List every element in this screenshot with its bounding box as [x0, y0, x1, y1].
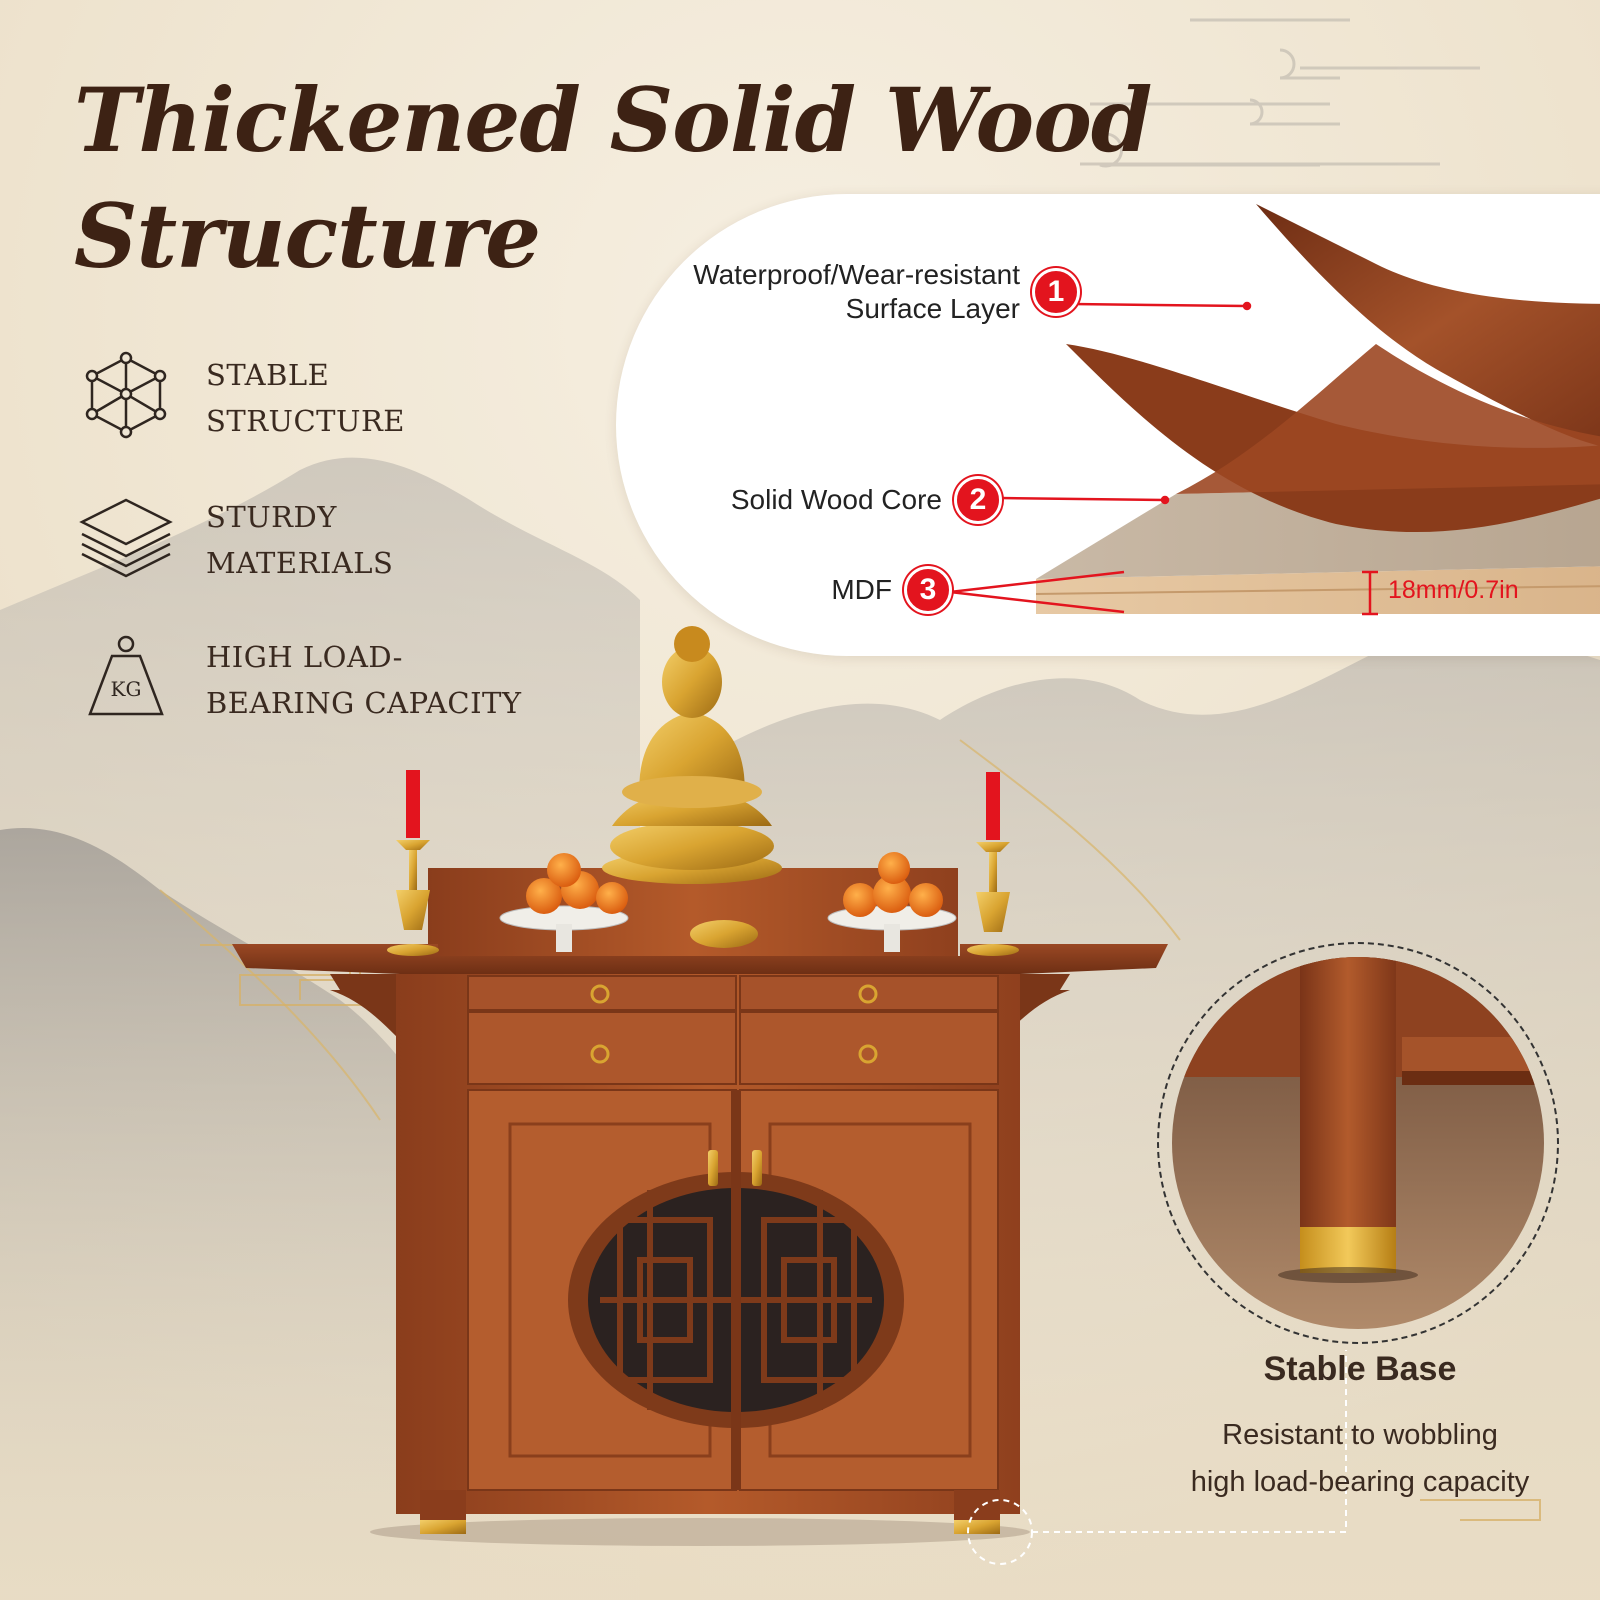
kg-icon-text: KG: [111, 677, 142, 701]
kg-weight-icon: KG: [88, 635, 164, 716]
feature-stable-structure: STABLE STRUCTURE: [76, 348, 405, 448]
layer-callout-2: Solid Wood Core 2: [731, 476, 1002, 524]
buddha-statue: [602, 626, 782, 884]
leg-closeup-illustration: [1172, 957, 1544, 1329]
candle-right: [967, 772, 1019, 956]
title-line-2: Structure: [74, 184, 541, 288]
layer-callout-3: MDF 3: [831, 566, 952, 614]
page-title: Thickened Solid Wood Structure: [74, 62, 1152, 294]
cube-structure-icon: [85, 351, 167, 439]
layer-number-badge: 3: [904, 566, 952, 614]
feature-load-bearing: KG HIGH LOAD- BEARING CAPACITY: [76, 630, 522, 730]
wood-layers-illustration: [949, 204, 1600, 616]
layer-number-badge: 2: [954, 476, 1002, 524]
feature-label: STABLE STRUCTURE: [206, 358, 405, 438]
fruit-bowl-right: [827, 852, 957, 952]
stable-base-title: Stable Base: [1263, 1350, 1457, 1388]
detail-dashed-ring: [1157, 942, 1559, 1344]
feature-label: HIGH LOAD- BEARING CAPACITY: [206, 640, 522, 720]
layer-callout-1: Waterproof/Wear-resistant Surface Layer …: [693, 258, 1080, 326]
title-line-1: Thickened Solid Wood: [74, 68, 1152, 172]
thickness-label: 18mm/0.7in: [1388, 576, 1519, 604]
fruit-bowl-left: [499, 853, 629, 952]
layer-structure-panel: Waterproof/Wear-resistant Surface Layer …: [616, 194, 1600, 656]
stable-base-detail: [1172, 957, 1544, 1329]
feature-sturdy-materials: STURDY MATERIALS: [76, 490, 393, 590]
candle-left: [387, 770, 439, 956]
layer-number-badge: 1: [1032, 268, 1080, 316]
stable-base-description: Resistant to wobbling high load-bearing …: [1190, 1419, 1530, 1498]
stacked-layers-icon: [79, 498, 173, 578]
feature-label: STURDY MATERIALS: [206, 500, 394, 580]
